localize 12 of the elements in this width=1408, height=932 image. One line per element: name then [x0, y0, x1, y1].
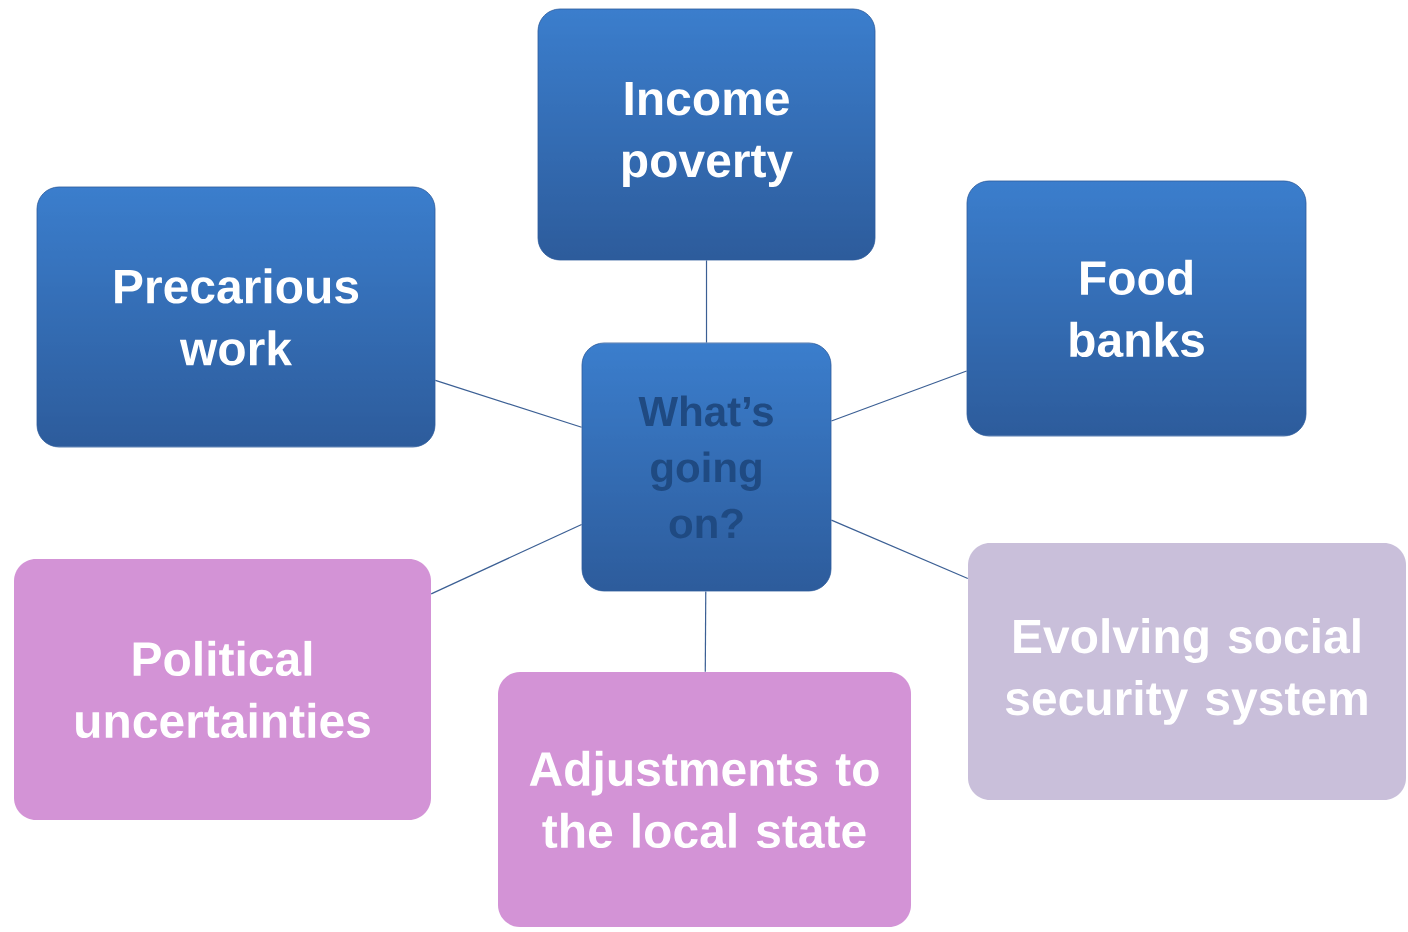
- topic-box: Food banks: [966, 180, 1307, 437]
- topic-box: Income poverty: [537, 8, 876, 261]
- connector-line: [830, 519, 969, 580]
- topic-box: Adjustments to the local state: [498, 672, 911, 927]
- topic-box: Political uncertainties: [14, 559, 431, 820]
- topic-box: Evolving social security system: [968, 543, 1406, 800]
- topic-box: Precarious work: [36, 186, 436, 448]
- connector-line: [830, 370, 968, 422]
- connector-line: [705, 259, 708, 344]
- connector-line: [434, 379, 583, 428]
- connector-line: [430, 523, 583, 595]
- connector-line: [704, 590, 707, 673]
